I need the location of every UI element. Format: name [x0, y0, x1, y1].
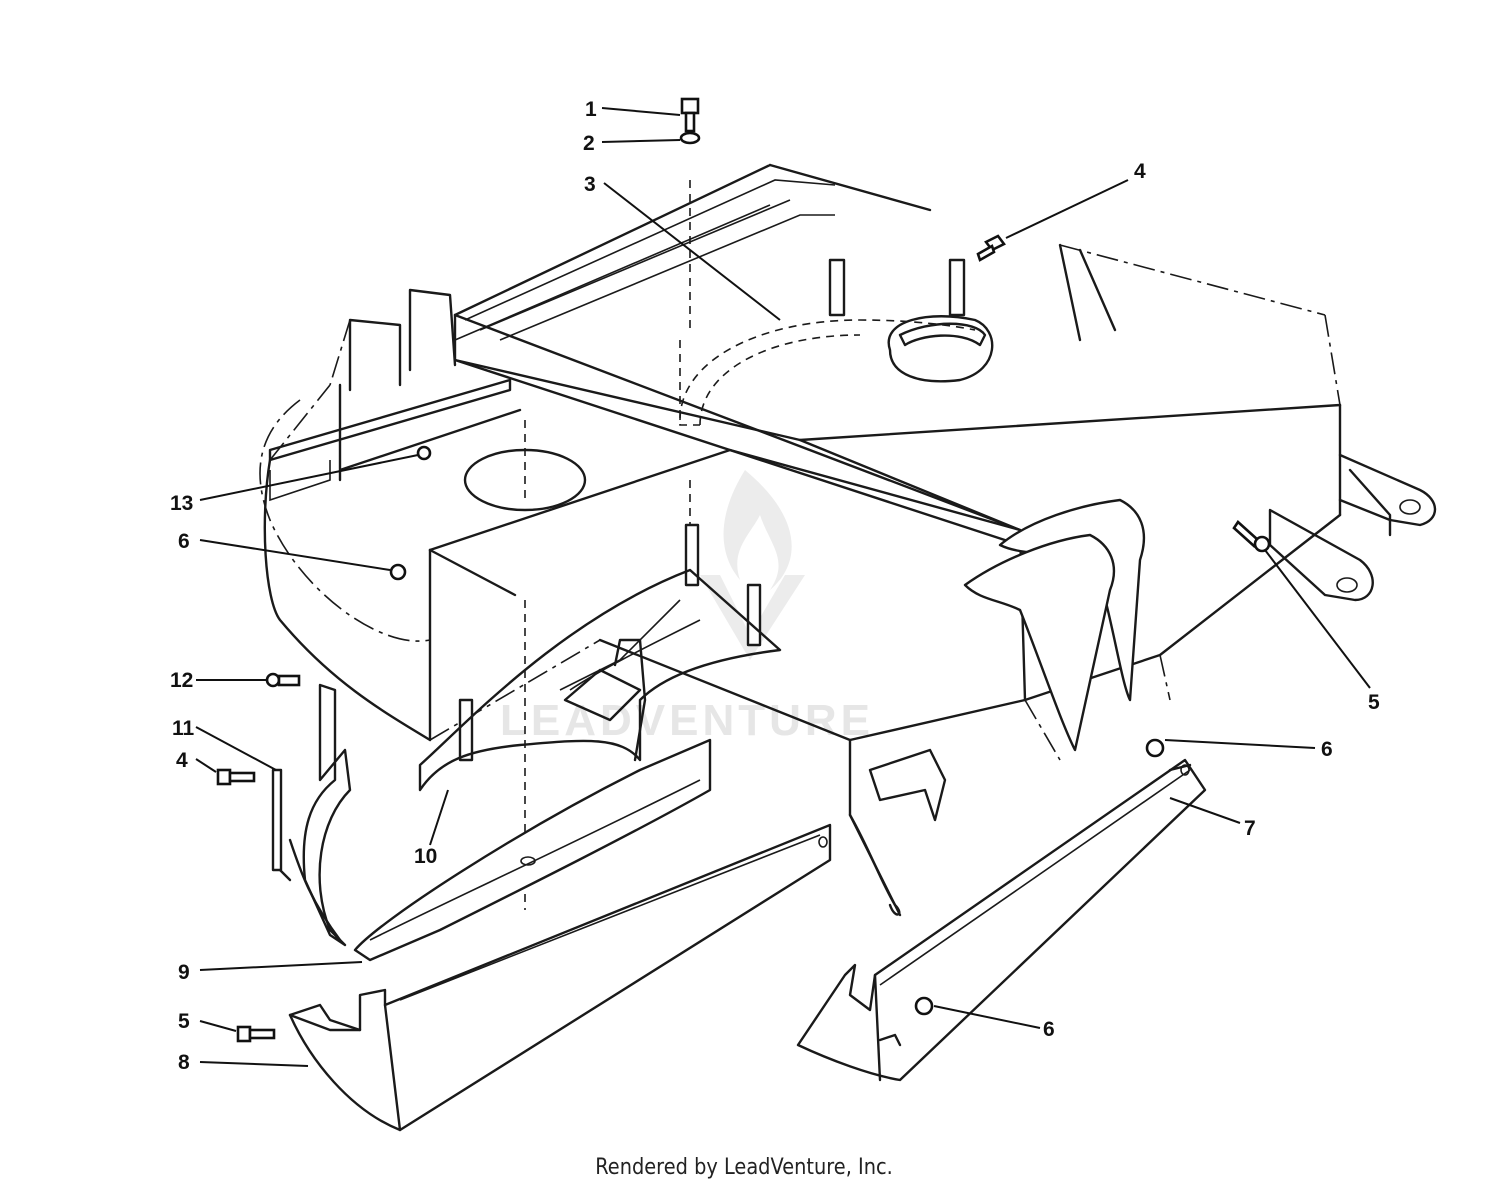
watermark: LEADVENTURE [500, 470, 874, 745]
bolt-12-icon [265, 672, 301, 688]
bolt-5b-icon [236, 1025, 276, 1043]
callout-4-top: 4 [1134, 160, 1146, 183]
watermark-v-icon [700, 575, 805, 660]
nut-13-icon [416, 445, 432, 461]
blade-assembly [353, 568, 782, 962]
studs [458, 180, 966, 910]
nut-6c-icon [914, 996, 934, 1016]
callout-6-lower: 6 [1043, 1018, 1055, 1041]
callout-4-left: 4 [176, 749, 188, 772]
right-chute [796, 758, 1207, 1082]
callout-9: 9 [178, 961, 190, 984]
watermark-text: LEADVENTURE [500, 696, 874, 745]
callout-2: 2 [583, 132, 595, 155]
callout-1: 1 [585, 98, 597, 121]
callout-labels: 1 2 3 4 13 6 5 12 11 4 6 7 10 9 5 6 8 [170, 98, 1380, 1074]
left-chute [288, 823, 832, 1132]
callout-6-right: 6 [1321, 738, 1333, 761]
callout-10: 10 [414, 845, 437, 868]
callout-8: 8 [178, 1051, 190, 1074]
callout-5-right: 5 [1368, 691, 1380, 714]
callout-6-left: 6 [178, 530, 190, 553]
footer-credit: Rendered by LeadVenture, Inc. [595, 1155, 893, 1180]
nut-6a-icon [389, 563, 407, 581]
callout-12: 12 [170, 669, 193, 692]
bolt-1-icon [680, 97, 700, 115]
left-baffle [271, 683, 352, 947]
callout-13: 13 [170, 492, 193, 515]
watermark-flame-icon [723, 470, 792, 590]
deck-housing [259, 163, 1437, 917]
callout-11: 11 [172, 717, 195, 740]
bolt-4b-icon [216, 768, 256, 786]
leader-lines [195, 107, 1371, 1067]
nut-6b-icon [1145, 738, 1165, 758]
bolt-4a-icon [976, 234, 1006, 262]
callout-7: 7 [1244, 817, 1256, 840]
washer-2-icon [679, 131, 701, 145]
hardware [216, 97, 1271, 1043]
callout-5-lower: 5 [178, 1010, 190, 1033]
bolt-5a-icon [1232, 520, 1271, 553]
callout-3: 3 [584, 173, 596, 196]
